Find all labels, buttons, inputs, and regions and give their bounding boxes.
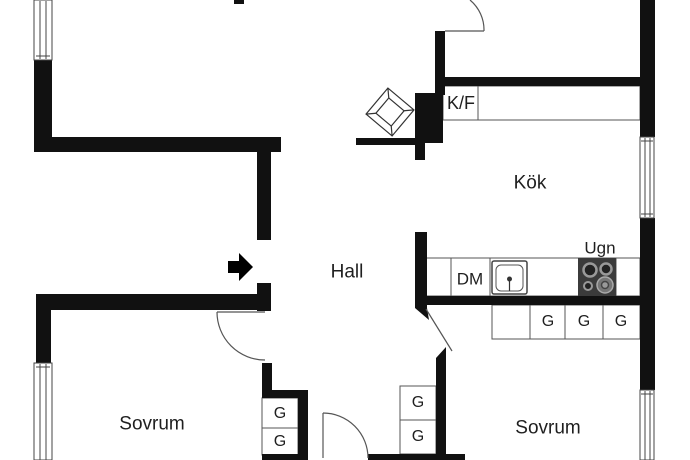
room-label-bedroom-right: Sovrum: [515, 417, 581, 439]
chair-icon: [365, 87, 415, 137]
door-bottom-bedroom: [322, 412, 369, 459]
room-label-bedroom-left: Sovrum: [119, 413, 185, 435]
door-top-entry: [445, 0, 485, 32]
closet-label: G: [273, 433, 287, 450]
appliance-label-dishwasher: DM: [456, 269, 484, 289]
room-label-kitchen: Kök: [513, 172, 547, 194]
closet-label: G: [541, 313, 555, 330]
closet-label: G: [411, 428, 425, 445]
room-label-hall: Hall: [330, 261, 364, 283]
door-kitchen-diagonal: [425, 308, 453, 352]
window-right-lower-icon: [639, 389, 655, 460]
closet-label: G: [614, 313, 628, 330]
appliance-label-fridge-freezer: K/F: [446, 93, 476, 113]
appliance-label-oven: Ugn: [584, 238, 616, 258]
window-right-upper-icon: [639, 136, 655, 219]
walls: [34, 0, 655, 460]
kitchen-counter-top: [442, 85, 641, 121]
sink-icon: [491, 260, 528, 295]
closet-label: G: [577, 313, 591, 330]
stove-icon: [578, 258, 616, 296]
window-bottom-left-icon: [33, 362, 53, 460]
door-main-entrance: [216, 311, 266, 361]
window-top-left-icon: [33, 0, 53, 61]
entrance-arrow-icon: [228, 253, 253, 281]
closet-label: G: [273, 405, 287, 422]
closet-label: G: [411, 394, 425, 411]
